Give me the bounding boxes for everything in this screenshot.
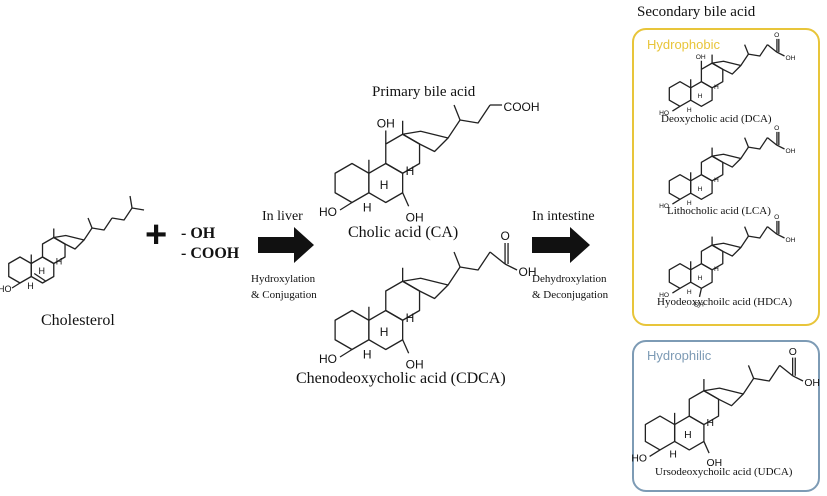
ring-a (669, 175, 690, 200)
hydrophilic-label: Hydrophilic (647, 348, 712, 363)
ring-d (712, 154, 741, 167)
cooh-label: COOH (504, 100, 540, 114)
h-label: H (363, 348, 372, 362)
hydroxyl-3-label: HO (659, 203, 669, 210)
h-label: H (380, 178, 389, 192)
h-label: H (380, 325, 389, 339)
ring-d (712, 243, 741, 256)
h-label: H (406, 311, 415, 325)
hydroxyl-3-label: HO (0, 284, 12, 294)
h-label: H (714, 177, 719, 184)
primary-bile-acid-title: Primary bile acid (372, 84, 476, 100)
hydroxyl-3-label: HO (659, 110, 669, 117)
h-label: H (698, 186, 703, 193)
h-label: H (687, 200, 692, 207)
hydroxyl-3-label: HO (319, 205, 337, 219)
ring-a (669, 264, 690, 289)
acid-oh-label: OH (519, 265, 537, 279)
secondary-bile-acid-title: Secondary bile acid (637, 4, 756, 20)
h-label: H (698, 275, 703, 282)
conjugation-label: & Conjugation (251, 289, 317, 301)
dehydroxylation-label: Dehydroxylation (532, 273, 607, 285)
h-label: H (714, 84, 719, 91)
hydroxyl-7-label: OH (707, 458, 723, 469)
in-liver-label: In liver (262, 209, 303, 224)
ring-a (9, 257, 32, 283)
h-label: H (669, 450, 677, 461)
h-label: H (39, 266, 46, 276)
carbonyl-o-label: O (774, 214, 779, 221)
arrow-to-secondary (532, 227, 590, 263)
ring-d (403, 131, 448, 151)
hydrophobic-label: Hydrophobic (647, 37, 720, 52)
cholesterol-label: Cholesterol (41, 312, 115, 329)
h-label: H (707, 418, 715, 429)
hydroxyl-12-label: OH (696, 54, 706, 61)
h-label: H (684, 430, 692, 441)
hdca-label: Hyodeoxychoilc acid (HDCA) (657, 296, 793, 308)
hydroxyl-12-label: OH (377, 117, 395, 131)
cdca-label: Chenodeoxycholic acid (CDCA) (296, 370, 506, 387)
h-label: H (406, 164, 415, 178)
lca-label: Lithocholic acid (LCA) (667, 205, 771, 217)
carboxyl-group-label: - COOH (181, 245, 240, 262)
udca-label: Ursodeoxychoilc acid (UDCA) (655, 466, 793, 478)
h-label: H (687, 289, 692, 296)
ring-c (386, 281, 420, 320)
ring-a (335, 311, 369, 350)
ring-a (335, 164, 369, 203)
hydroxyl-group-label: - OH (181, 225, 216, 242)
acid-oh-label: OH (785, 237, 795, 244)
deconjugation-label: & Deconjugation (532, 289, 609, 301)
ring-d (712, 61, 741, 74)
hydroxyl-3-label: HO (659, 292, 669, 299)
acid-oh-label: OH (804, 378, 820, 389)
ring-d (403, 278, 448, 298)
hydroxyl-3-label: HO (631, 454, 647, 465)
acid-oh-label: OH (785, 148, 795, 155)
plus-sign: + (145, 214, 168, 256)
ring-c (689, 391, 718, 425)
ring-c (386, 134, 420, 173)
ring-d (54, 236, 84, 250)
h-label: H (56, 257, 63, 267)
carbonyl-o-label: O (789, 347, 797, 358)
in-intestine-label: In intestine (532, 209, 595, 224)
hydrophobic-panel (632, 28, 820, 326)
hydroxyl-7-label: OH (406, 357, 424, 371)
acid-oh-label: OH (785, 55, 795, 62)
cholic-acid-label: Cholic acid (CA) (348, 224, 459, 241)
h-label: H (363, 201, 372, 215)
hydroxyl-6-label: OH (694, 301, 704, 308)
ring-a (645, 416, 674, 450)
ring-d (704, 388, 743, 406)
dca-label: Deoxycholic acid (DCA) (661, 113, 772, 125)
arrow-to-primary (258, 227, 314, 263)
h-label: H (698, 93, 703, 100)
h-label: H (714, 266, 719, 273)
hydrophilic-panel (632, 340, 820, 492)
carbonyl-o-label: O (774, 125, 779, 132)
carbonyl-o-label: O (774, 32, 779, 39)
carbonyl-o-label: O (501, 229, 510, 243)
hydroxyl-3-label: HO (319, 352, 337, 366)
ring-a (669, 82, 690, 107)
hydroxyl-7-label: OH (406, 210, 424, 224)
h-label: H (27, 281, 34, 291)
h-label: H (687, 107, 692, 114)
hydroxylation-label: Hydroxylation (251, 273, 316, 285)
